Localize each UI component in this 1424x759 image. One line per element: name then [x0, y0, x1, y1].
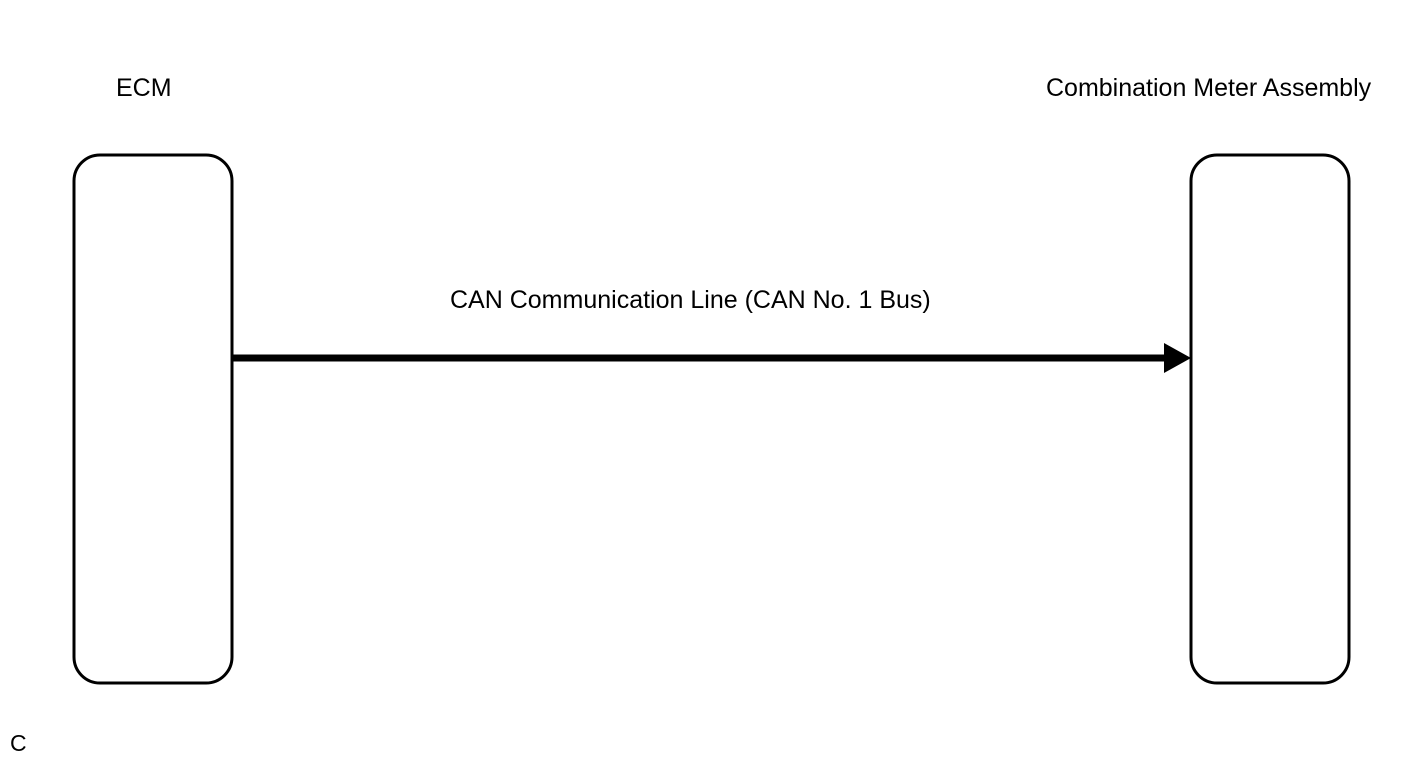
corner-mark: C — [10, 730, 27, 756]
arrow-head-icon — [1164, 343, 1191, 373]
ecm-label: ECM — [116, 74, 172, 102]
can-line-label: CAN Communication Line (CAN No. 1 Bus) — [450, 286, 931, 314]
ecm-box — [72, 153, 234, 685]
combination-meter-label: Combination Meter Assembly — [1046, 74, 1372, 102]
combination-meter-box — [1189, 153, 1351, 685]
